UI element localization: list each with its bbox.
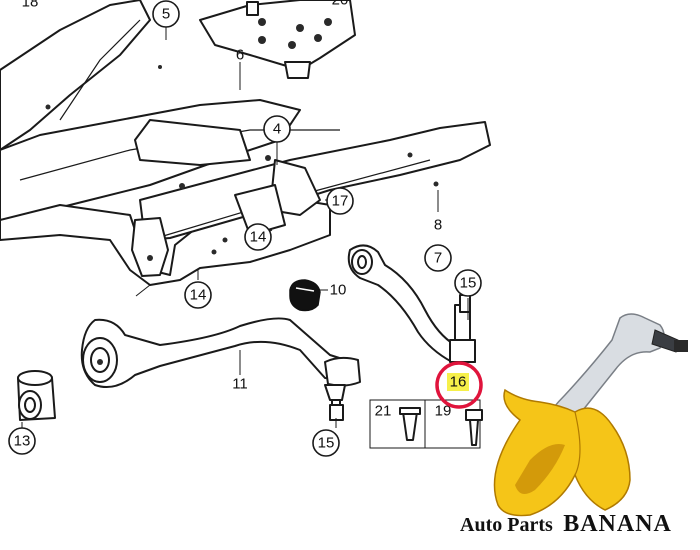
label-10: 10	[330, 282, 347, 299]
wishbone-arm	[80, 317, 361, 421]
rubber-mount	[17, 370, 56, 421]
callout-15-lower-label: 15	[318, 435, 335, 452]
callout-4: 4	[263, 115, 291, 143]
callout-15-lower: 15	[312, 429, 340, 457]
callout-4-label: 4	[273, 121, 281, 138]
highlight-ring	[435, 361, 483, 409]
logo-banana	[493, 388, 631, 517]
callout-15-upper: 15	[454, 269, 482, 297]
callout-7-label: 7	[434, 250, 442, 267]
callout-13-label: 13	[14, 433, 31, 450]
label-19: 19	[435, 403, 452, 420]
callout-15-upper-label: 15	[460, 275, 477, 292]
callout-13: 13	[8, 427, 36, 455]
label-18: 18	[22, 0, 39, 11]
highlight-part-16: 16	[435, 361, 483, 409]
callout-14-lower-label: 14	[190, 287, 207, 304]
brand-text: Auto Parts BANANA	[460, 511, 672, 537]
reinforcement-plate	[199, 0, 356, 79]
label-11: 11	[232, 376, 248, 393]
callout-17: 17	[326, 187, 354, 215]
brand-name: BANANA	[563, 511, 672, 537]
subframe	[0, 0, 491, 286]
highlight-label-background	[447, 373, 469, 391]
callout-14-upper: 14	[244, 223, 272, 251]
brand-logo: Auto Parts BANANA	[460, 313, 688, 537]
brand-prefix: Auto Parts	[460, 514, 553, 536]
label-20: 20	[332, 0, 349, 9]
ball-joint-stud-lower	[329, 404, 344, 421]
callout-14-lower: 14	[184, 281, 212, 309]
rubber-buffer	[289, 279, 321, 312]
label-8: 8	[434, 217, 442, 234]
label-21: 21	[375, 403, 392, 420]
callout-7: 7	[424, 244, 452, 272]
callout-17-label: 17	[332, 193, 349, 210]
label-16: 16	[450, 374, 467, 391]
callout-5-label: 5	[162, 6, 170, 23]
label-6: 6	[236, 47, 244, 64]
callout-5: 5	[152, 0, 180, 28]
callout-14-upper-label: 14	[250, 229, 267, 246]
tension-strut	[347, 244, 476, 363]
